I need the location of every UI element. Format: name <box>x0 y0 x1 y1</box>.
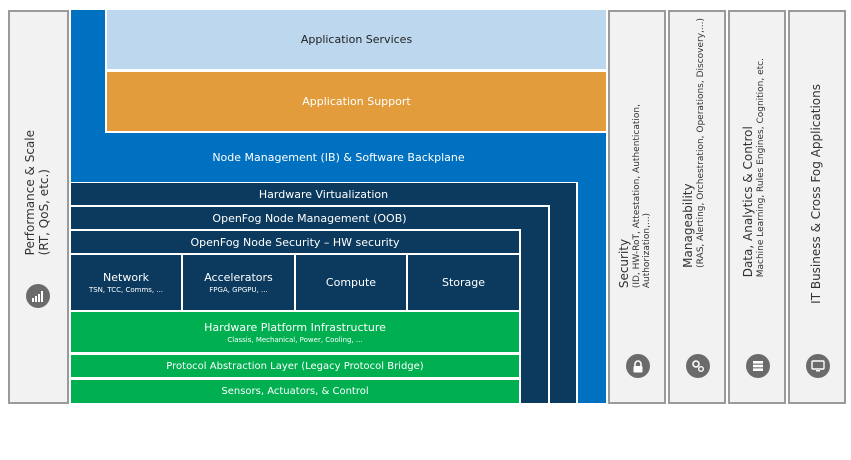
security-title: Security <box>617 238 631 289</box>
gears-icon <box>686 354 710 378</box>
manageability-label: Manageability (RAS, Alerting, Orchestrat… <box>681 18 706 268</box>
accelerators-sub: FPGA, GPGPU, ... <box>209 286 268 294</box>
openfog-node-management-layer: OpenFog Node Management (OOB) <box>71 207 548 229</box>
manageability-pillar: Manageability (RAS, Alerting, Orchestrat… <box>668 10 726 404</box>
performance-scale-subtitle: (RT, QoS, etc.) <box>36 169 51 256</box>
storage-box: Storage <box>408 255 519 310</box>
manageability-title: Manageability <box>681 183 695 268</box>
openfog-node-security-layer: OpenFog Node Security – HW security <box>71 231 519 253</box>
security-subtitle: (ID, HW-RoT, Attestation, Authentication… <box>631 104 642 289</box>
application-services-layer: Application Services <box>107 10 606 69</box>
application-services-label: Application Services <box>300 33 413 46</box>
application-support-label: Application Support <box>302 95 411 108</box>
data-analytics-label: Data, Analytics & Control Machine Learni… <box>741 58 766 278</box>
performance-scale-pillar: Performance & Scale (RT, QoS, etc.) <box>8 10 69 404</box>
monitor-icon <box>806 354 830 378</box>
compute-box: Compute <box>296 255 406 310</box>
hardware-platform-title: Hardware Platform Infrastructure <box>204 320 386 334</box>
security-pillar: Security (ID, HW-RoT, Attestation, Authe… <box>608 10 666 404</box>
node-management-layer: Node Management (IB) & Software Backplan… <box>71 133 606 182</box>
protocol-abstraction-layer: Protocol Abstraction Layer (Legacy Proto… <box>71 355 519 377</box>
it-business-label: IT Business & Cross Fog Applications <box>809 84 824 304</box>
it-business-pillar: IT Business & Cross Fog Applications <box>788 10 846 404</box>
data-analytics-pillar: Data, Analytics & Control Machine Learni… <box>728 10 786 404</box>
security-label: Security (ID, HW-RoT, Attestation, Authe… <box>617 104 653 289</box>
accelerators-title: Accelerators <box>204 271 273 284</box>
network-box: Network TSN, TCC, Comms, ... <box>71 255 181 310</box>
data-analytics-title: Data, Analytics & Control <box>741 126 755 278</box>
hardware-virtualization-layer: Hardware Virtualization <box>71 183 576 205</box>
network-sub: TSN, TCC, Comms, ... <box>88 286 164 294</box>
hardware-virtualization-label: Hardware Virtualization <box>258 187 389 201</box>
hardware-platform-sub: Classis, Mechanical, Power, Cooling, ... <box>227 335 363 344</box>
openfog-node-management-side <box>521 229 548 403</box>
manageability-subtitle: (RAS, Alerting, Orchestration, Operation… <box>695 18 706 268</box>
performance-scale-label: Performance & Scale (RT, QoS, etc.) <box>23 130 52 256</box>
hardware-virtualization-side <box>550 205 576 403</box>
performance-scale-title: Performance & Scale <box>23 130 37 256</box>
compute-label: Compute <box>325 276 377 289</box>
openfog-node-management-label: OpenFog Node Management (OOB) <box>212 211 407 225</box>
application-support-layer: Application Support <box>107 72 606 131</box>
protocol-abstraction-label: Protocol Abstraction Layer (Legacy Proto… <box>166 360 424 372</box>
storage-label: Storage <box>441 276 486 289</box>
hardware-platform-layer: Hardware Platform Infrastructure Classis… <box>71 312 519 352</box>
sensors-layer: Sensors, Actuators, & Control <box>71 380 519 403</box>
accelerators-box: Accelerators FPGA, GPGPU, ... <box>183 255 294 310</box>
performance-chart-icon <box>26 284 50 308</box>
network-title: Network <box>103 271 149 284</box>
security-subtitle-2: Authorization,...) <box>642 212 653 289</box>
it-business-title: IT Business & Cross Fog Applications <box>809 84 823 304</box>
data-analytics-subtitle: Machine Learning, Rules Engines, Cogniti… <box>755 58 766 278</box>
lock-icon <box>626 354 650 378</box>
database-icon <box>746 354 770 378</box>
openfog-node-security-label: OpenFog Node Security – HW security <box>190 235 400 249</box>
node-management-label: Node Management (IB) & Software Backplan… <box>212 151 465 164</box>
sensors-label: Sensors, Actuators, & Control <box>221 386 369 397</box>
